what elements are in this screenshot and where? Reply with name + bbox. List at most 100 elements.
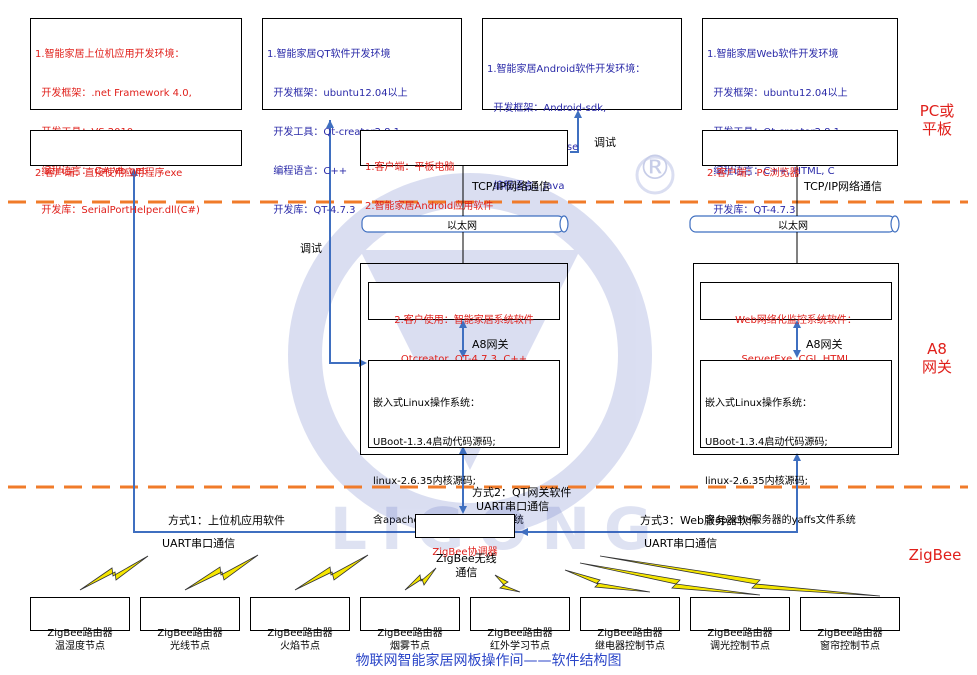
a8-gateway-label-right: A8网关: [806, 338, 843, 351]
android-dev-env-box: 1.智能家居Android软件开发环境： 开发框架：Android-sdk, 开…: [482, 18, 682, 192]
box-line: 1.智能家居上位机应用开发环境：: [35, 49, 185, 60]
zone-line: PC或: [919, 102, 955, 120]
method2-uart-label: UART串口通信: [476, 500, 550, 513]
node-line: 光线节点: [170, 641, 210, 652]
box-line: 含apache服务器的yaffs文件系统: [705, 515, 856, 526]
box-line: Qtcreator, QT-4.7.3, C++: [373, 353, 555, 366]
node-line: 继电器控制节点: [595, 641, 665, 652]
debug-arrow-qt: [326, 120, 367, 367]
router-node-relay: ZigBee路由器继电器控制节点: [580, 597, 680, 652]
box-line: linux-2.6.35内核源码;: [705, 476, 808, 487]
router-node-infrared: ZigBee路由器红外学习节点: [470, 597, 570, 652]
debug-arrow-android: [570, 110, 582, 153]
tcpip-label-right: TCP/IP网络通信: [804, 180, 882, 193]
zigbee-wireless-label: ZigBee无线 通信: [436, 552, 497, 580]
box-line: Web网络化监控系统软件：: [735, 315, 857, 326]
box-line: 1.智能家居Android软件开发环境：: [487, 64, 646, 75]
node-line: ZigBee路由器: [487, 628, 553, 639]
diagram-caption: 物联网智能家居网板操作间——软件结构图: [355, 653, 622, 669]
box-line: 1.客户端：平板电脑: [365, 162, 455, 173]
box-line: 1.智能家居Web软件开发环境: [707, 49, 839, 60]
node-line: 窗帘控制节点: [820, 641, 880, 652]
a8-gateway-right-frame: [693, 263, 899, 455]
pc-app-dev-env-box: 1.智能家居上位机应用开发环境： 开发框架：.net Framework 4.0…: [30, 18, 242, 216]
node-line: 温湿度节点: [55, 641, 105, 652]
label-line: ZigBee无线: [436, 552, 497, 565]
ethernet-label-right: 以太网: [778, 221, 808, 232]
node-line: ZigBee路由器: [267, 628, 333, 639]
box-line: 开发框架：ubuntu12.04以上: [267, 88, 408, 99]
method2-label: 方式2：QT网关软件: [472, 486, 572, 499]
ethernet-pipe-right: [689, 215, 900, 233]
tablet-client-box: 1.客户端：平板电脑 2.智能家居Android应用软件: [360, 130, 568, 212]
method1-label: 方式1：上位机应用软件: [168, 514, 285, 527]
box-line: 开发框架：.net Framework 4.0,: [35, 88, 192, 99]
method1-arrow: [130, 168, 415, 533]
box-line: UBoot-1.3.4启动代码源码;: [705, 437, 828, 448]
box-line: 开发框架：ubuntu12.04以上: [707, 88, 848, 99]
node-line: ZigBee路由器: [707, 628, 773, 639]
box-line: 编程语言：C++: [267, 166, 348, 177]
node-line: ZigBee路由器: [157, 628, 223, 639]
ethernet-label-left: 以太网: [447, 221, 477, 232]
box-line: 2.客户端：PC浏览器: [707, 168, 800, 179]
zigbee-coordinator-box: ZigBee协调器: [415, 514, 515, 558]
a8-gateway-label-left: A8网关: [472, 338, 509, 351]
node-line: 红外学习节点: [490, 641, 550, 652]
zone-line: A8: [927, 340, 947, 358]
node-line: ZigBee路由器: [597, 628, 663, 639]
qt-dev-env-box: 1.智能家居QT软件开发环境 开发框架：ubuntu12.04以上 开发工具：Q…: [262, 18, 462, 216]
router-node-light: ZigBee路由器光线节点: [140, 597, 240, 652]
zone-label-zigbee: ZigBee: [908, 546, 962, 564]
tcpip-label-left: TCP/IP网络通信: [472, 180, 550, 193]
browser-client-box: 2.客户端：PC浏览器: [702, 130, 898, 179]
node-line: ZigBee路由器: [817, 628, 883, 639]
router-node-curtain: ZigBee路由器窗帘控制节点: [800, 597, 900, 652]
router-node-dimmer: ZigBee路由器调光控制节点: [690, 597, 790, 652]
debug-label-left: 调试: [300, 242, 322, 255]
box-line: 开发框架：Android-sdk,: [487, 103, 607, 114]
label-line: 通信: [455, 566, 478, 579]
method1-uart-label: UART串口通信: [162, 537, 236, 550]
box-line: 2.智能家居Android应用软件: [365, 201, 494, 212]
node-line: 烟雾节点: [390, 641, 430, 652]
router-node-flame: ZigBee路由器火焰节点: [250, 597, 350, 652]
node-line: 火焰节点: [280, 641, 320, 652]
a8-right-app-box: Web网络化监控系统软件： ServerExe, CGI, HTML: [700, 282, 892, 365]
a8-right-os-box: 嵌入式Linux操作系统： UBoot-1.3.4启动代码源码; linux-2…: [700, 360, 892, 526]
box-line: 开发工具：Qt-creator2.8.1: [267, 127, 401, 138]
box-line: 开发库：QT-4.7.3: [707, 205, 796, 216]
box-line: 嵌入式Linux操作系统：: [705, 398, 812, 409]
a8-left-app-box: 2.客户使用：智能家居系统软件 Qtcreator, QT-4.7.3, C++: [368, 282, 560, 365]
zone-line: 平板: [921, 120, 952, 138]
router-node-smoke: ZigBee路由器烟雾节点: [360, 597, 460, 652]
node-line: 调光控制节点: [710, 641, 770, 652]
router-node-temp-humidity: ZigBee路由器温湿度节点: [30, 597, 130, 652]
box-line: 开发库：SerialPortHelper.dll(C#): [35, 205, 200, 216]
method3-label: 方式3：Web服务器软件: [640, 514, 759, 527]
box-line: 2.客户端：直接使用应用程序exe: [35, 168, 183, 179]
box-line: UBoot-1.3.4启动代码源码;: [373, 437, 496, 448]
zone-label-pc: PC或 平板: [912, 102, 962, 138]
box-line: 编程语言：C++, HTML, C: [707, 166, 835, 177]
box-line: 编程语言：Java: [487, 181, 565, 192]
box-line: ServerExe, CGI, HTML: [705, 353, 887, 366]
pc-app-client-box: 2.客户端：直接使用应用程序exe: [30, 130, 242, 179]
zone-line: 网关: [921, 358, 952, 376]
zone-label-a8: A8 网关: [912, 340, 962, 376]
debug-label-top: 调试: [594, 136, 616, 149]
registered-mark: ®: [638, 148, 672, 188]
web-dev-env-box: 1.智能家居Web软件开发环境 开发框架：ubuntu12.04以上 开发工具：…: [702, 18, 898, 216]
box-line: 开发库：QT-4.7.3: [267, 205, 356, 216]
box-line: 1.智能家居QT软件开发环境: [267, 49, 391, 60]
method3-arrow: [515, 453, 801, 536]
node-line: ZigBee路由器: [47, 628, 113, 639]
method3-uart-label: UART串口通信: [644, 537, 718, 550]
box-line: 2.客户使用：智能家居系统软件: [394, 315, 534, 326]
a8-left-os-box: 嵌入式Linux操作系统： UBoot-1.3.4启动代码源码; linux-2…: [368, 360, 560, 526]
box-line: ZigBee协调器: [432, 547, 498, 558]
node-line: ZigBee路由器: [377, 628, 443, 639]
box-line: 嵌入式Linux操作系统：: [373, 398, 480, 409]
box-line: 编程语言： C#,Vb.net: [35, 166, 146, 177]
lightning-bolts: [79, 554, 881, 597]
